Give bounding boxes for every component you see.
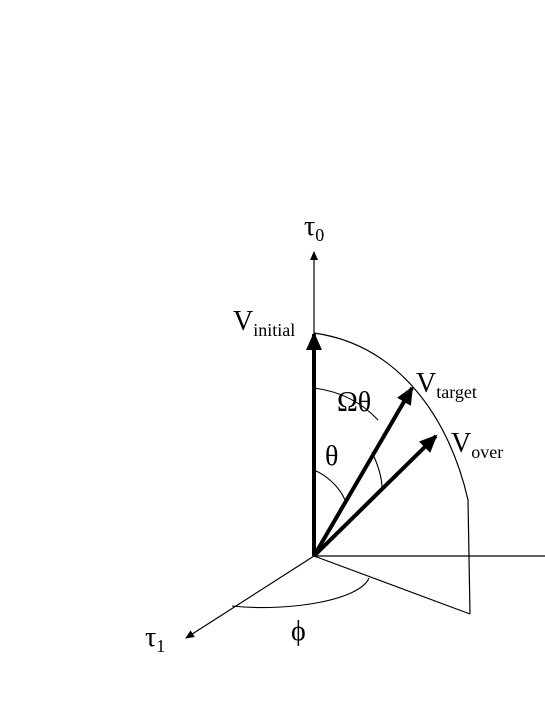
v-over-label: Vover <box>451 428 503 462</box>
v-initial-label: Vinitial <box>233 306 295 340</box>
vector-over <box>312 434 438 558</box>
theta-label: θ <box>325 441 338 472</box>
tau1-axis <box>185 555 315 639</box>
v-target-label: Vtarget <box>416 368 477 402</box>
phi-label: ϕ <box>291 616 306 647</box>
tau0-label: τ0 <box>304 211 324 245</box>
phi-arc <box>231 577 370 609</box>
sphere-arc <box>313 332 471 615</box>
omega-theta-arc <box>313 387 379 421</box>
tau1-label: τ1 <box>145 622 165 656</box>
projection-line <box>313 555 471 615</box>
vector-target <box>312 386 414 558</box>
theta-arc <box>313 469 346 501</box>
omega-theta-label: Ωθ <box>337 387 371 418</box>
